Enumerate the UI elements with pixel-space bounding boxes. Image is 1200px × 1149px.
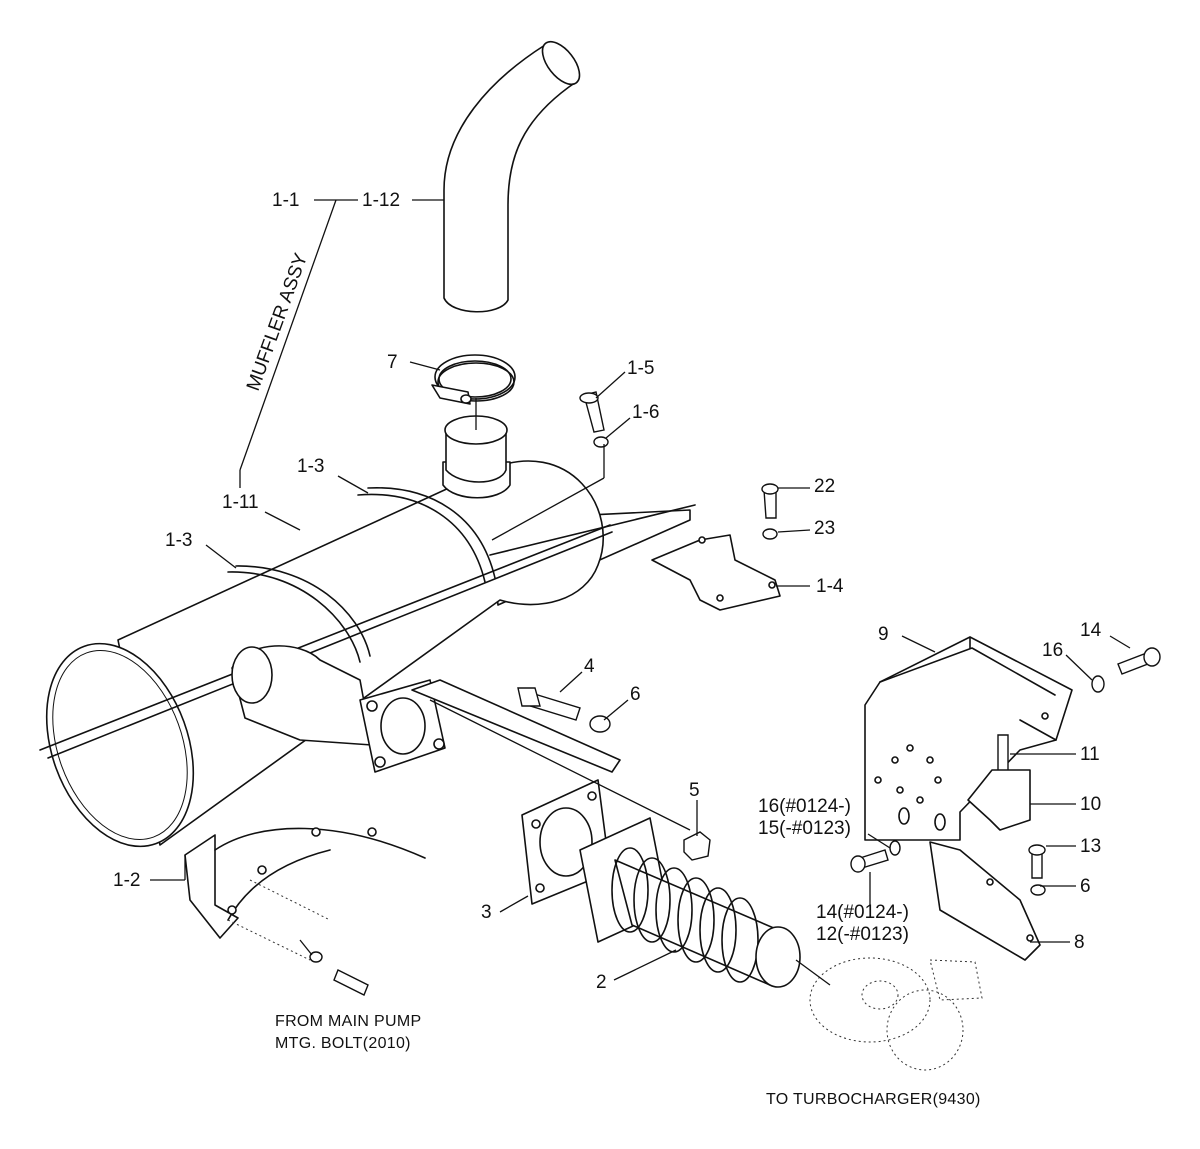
washer-16	[1091, 675, 1105, 693]
label-1-6: 1-6	[632, 402, 659, 423]
label-8: 8	[1074, 932, 1085, 953]
bracket-8	[929, 841, 1041, 961]
label-1-11: 1-11	[222, 492, 259, 513]
label-1-3-left: 1-3	[165, 530, 192, 551]
clamp	[431, 354, 516, 405]
leader-lines	[150, 199, 1131, 986]
washer-16-15	[889, 840, 901, 856]
bracket-10	[967, 769, 1031, 831]
support-band	[214, 827, 426, 961]
label-2: 2	[596, 972, 607, 993]
label-14-top: 14	[1080, 620, 1102, 641]
label-10: 10	[1080, 794, 1101, 815]
label-16-0124: 16(#0124-)	[758, 796, 851, 817]
label-1-1: 1-1	[272, 190, 299, 211]
nut-5	[683, 831, 711, 861]
strap-line	[489, 504, 696, 556]
washer-6-right	[1030, 884, 1046, 896]
label-15-0123: 15(-#0123)	[758, 818, 851, 839]
part-labels: 1-1 1-12 MUFFLER ASSY 7 1-5 1-6 1-3 1-11…	[113, 190, 1102, 993]
note-to-turbocharger: TO TURBOCHARGER(9430)	[766, 1091, 981, 1108]
bracket-8-hole	[986, 878, 994, 886]
label-4: 4	[584, 656, 595, 677]
label-6-right: 6	[1080, 876, 1091, 897]
flex-bellows	[579, 817, 801, 988]
bracket-8-hole-2	[1026, 934, 1034, 942]
bolt-13	[1028, 844, 1046, 879]
muffler-body	[39, 415, 691, 939]
bolt-14-top	[1117, 647, 1161, 675]
note-from-main-pump: FROM MAIN PUMP	[275, 1013, 421, 1030]
label-5: 5	[689, 780, 700, 801]
label-23: 23	[814, 518, 835, 539]
label-3: 3	[481, 902, 492, 923]
label-1-4: 1-4	[816, 576, 844, 597]
label-7: 7	[387, 352, 398, 373]
heat-shield	[864, 636, 1073, 841]
note-mtg-bolt: MTG. BOLT(2010)	[275, 1035, 411, 1052]
washer-23	[762, 528, 778, 540]
label-11: 11	[1080, 744, 1100, 765]
bolt-22	[761, 483, 779, 519]
notes: FROM MAIN PUMP MTG. BOLT(2010) TO TURBOC…	[275, 1013, 981, 1108]
label-1-3-top: 1-3	[297, 456, 324, 477]
label-6-mid: 6	[630, 684, 641, 705]
bolt-1-5	[579, 391, 605, 433]
label-14-0124: 14(#0124-)	[816, 902, 909, 923]
label-1-12: 1-12	[362, 190, 400, 211]
bolt-14-12	[850, 849, 889, 873]
mount-bracket	[651, 534, 781, 611]
label-13: 13	[1080, 836, 1101, 857]
bolt-pump-mtg	[309, 951, 369, 996]
washer-6-mid	[589, 715, 611, 733]
bolt-4	[517, 687, 581, 721]
heat-shield-strip	[411, 679, 621, 773]
tail-pipe	[443, 40, 581, 313]
label-muffler-assy: MUFFLER ASSY	[243, 250, 312, 393]
label-12-0123: 12(-#0123)	[816, 924, 909, 945]
turbocharger	[809, 957, 983, 1071]
label-1-5: 1-5	[627, 358, 654, 379]
label-16: 16	[1042, 640, 1063, 661]
label-9: 9	[878, 624, 889, 645]
washer-1-6	[593, 436, 609, 448]
label-1-2: 1-2	[113, 870, 140, 891]
label-22: 22	[814, 476, 835, 497]
